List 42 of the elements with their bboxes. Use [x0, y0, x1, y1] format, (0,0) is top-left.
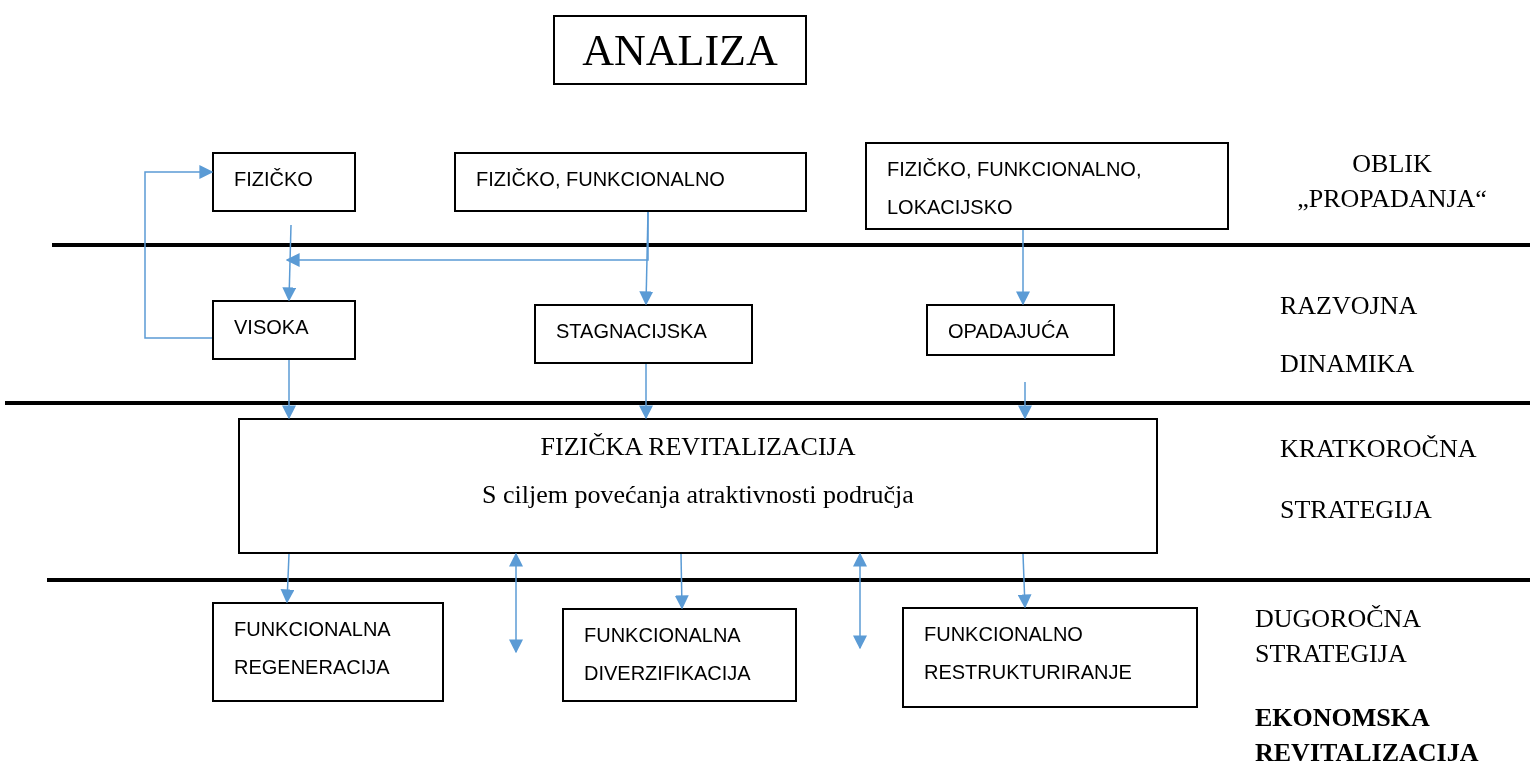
arrow — [509, 552, 523, 654]
process-box — [454, 152, 807, 212]
arrow — [1018, 381, 1032, 420]
row-label: RAZVOJNA — [1280, 290, 1419, 322]
arrow — [853, 552, 867, 650]
process-box — [534, 304, 753, 364]
box-label: FUNKCIONALNO RESTRUKTURIRANJE — [924, 622, 1132, 685]
process-box — [212, 300, 356, 360]
arrow — [282, 359, 296, 420]
box-label: VISOKA — [234, 315, 309, 340]
arrow — [639, 363, 653, 420]
arrow — [144, 165, 214, 339]
box-label: OPADAJUĆA — [948, 319, 1069, 344]
box-subtitle: S ciljem povećanja atraktivnosti područja — [482, 480, 914, 510]
arrow — [1016, 229, 1030, 306]
box-label: FUNKCIONALNA REGENERACIJA — [234, 617, 392, 680]
title-box — [553, 15, 807, 85]
process-box — [562, 608, 797, 702]
process-box — [212, 152, 356, 212]
row-label: OBLIK „PROPADANJA“ — [1296, 148, 1488, 216]
arrow — [282, 224, 297, 302]
title-text: ANALIZA — [581, 25, 779, 76]
process-box — [212, 602, 444, 702]
box-heading: FIZIČKA REVITALIZACIJA — [540, 432, 856, 462]
process-box — [238, 418, 1158, 554]
arrow — [280, 553, 295, 604]
arrow — [674, 553, 689, 610]
row-label: DUGOROČNA STRATEGIJA — [1255, 603, 1422, 671]
row-label: STRATEGIJA — [1280, 494, 1433, 526]
box-label: FIZIČKO, FUNKCIONALNO, LOKACIJSKO — [887, 157, 1143, 220]
process-box — [865, 142, 1229, 230]
row-label: DINAMIKA — [1280, 348, 1416, 380]
row-label: EKONOMSKA REVITALIZACIJA — [1255, 702, 1480, 765]
arrow — [1017, 553, 1032, 609]
row-label: KRATKOROČNA — [1280, 433, 1478, 465]
process-box — [926, 304, 1115, 356]
arrow — [285, 211, 649, 267]
box-label: STAGNACIJSKA — [556, 319, 707, 344]
box-label: FIZIČKO, FUNKCIONALNO — [476, 167, 725, 192]
box-label: FUNKCIONALNA DIVERZIFIKACIJA — [584, 623, 752, 686]
process-box — [902, 607, 1198, 708]
box-label: FIZIČKO — [234, 167, 313, 192]
